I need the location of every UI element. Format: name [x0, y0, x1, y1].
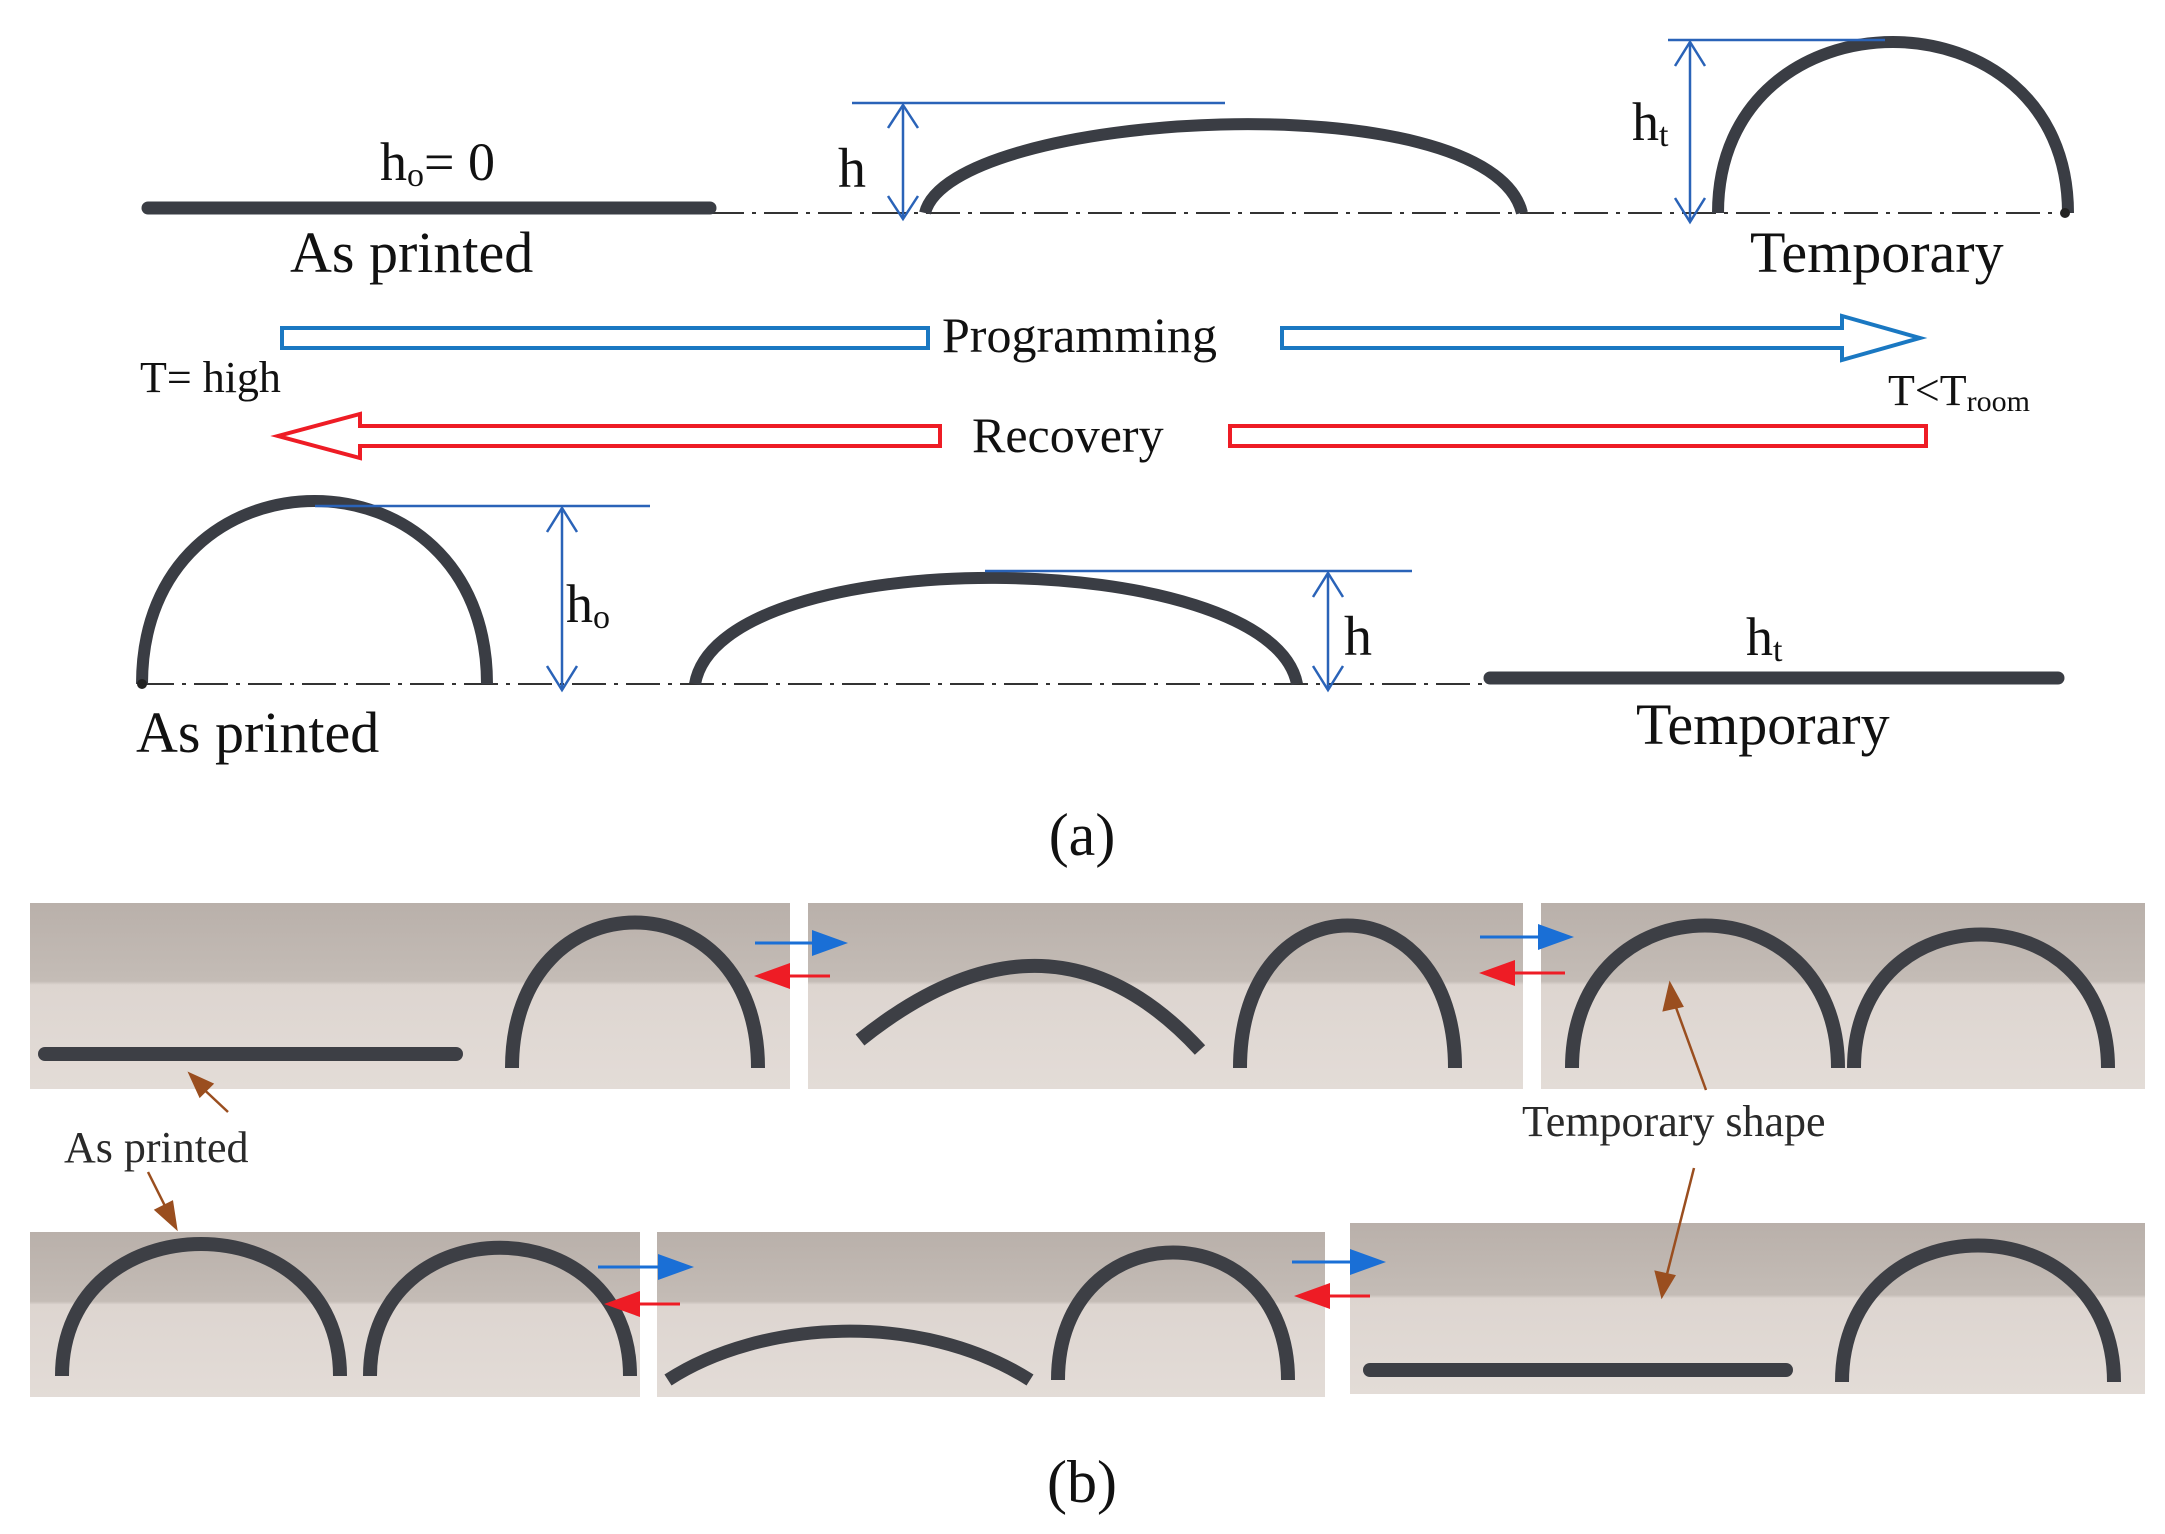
programming-label: Programming	[942, 307, 1217, 363]
bottom-mid-height-label: h	[1344, 606, 1372, 668]
photo-top-1	[30, 903, 790, 1089]
photo-bottom-2	[657, 1232, 1325, 1397]
bottom-flat-label: ht	[1746, 607, 1783, 669]
panel-b: As printed Temporary shape (b)	[30, 903, 2145, 1515]
top-flat-label: ho= 0	[380, 132, 495, 194]
bottom-left-arch	[136, 495, 493, 685]
bottom-mid-height-arrow	[1311, 570, 1345, 693]
direction-arrows-top-2	[1479, 924, 1574, 986]
temporary-shape-pointers	[1654, 980, 1708, 1300]
bottom-left-height-arrow	[545, 505, 579, 693]
top-right-caption: Temporary	[1750, 220, 2004, 285]
low-temp-label: T<Troom	[1888, 366, 2030, 418]
top-mid-arch	[919, 118, 1528, 216]
top-right-arch	[1712, 36, 2074, 214]
recovery-label: Recovery	[972, 407, 1164, 463]
photo-bottom-1	[30, 1232, 640, 1397]
as-printed-pointers	[146, 1071, 229, 1232]
bottom-right-caption: Temporary	[1636, 692, 1890, 757]
recovery-arrow	[270, 411, 1928, 461]
top-right-height-arrow	[1673, 39, 1707, 225]
top-mid-height-arrow	[886, 102, 920, 222]
panel-a-caption: (a)	[1049, 802, 1116, 868]
as-printed-photo-label: As printed	[64, 1123, 249, 1172]
direction-arrows-top-1	[754, 930, 848, 989]
top-left-caption: As printed	[290, 220, 533, 285]
photo-bottom-3	[1350, 1223, 2145, 1394]
bottom-mid-arch	[689, 571, 1303, 686]
top-right-height-label: ht	[1632, 92, 1669, 154]
panel-b-caption: (b)	[1047, 1449, 1117, 1515]
photo-top-2	[808, 903, 1523, 1089]
bottom-left-caption: As printed	[136, 700, 379, 765]
direction-arrows-bottom-2	[1292, 1249, 1386, 1309]
photo-top-3	[1541, 903, 2145, 1089]
bottom-left-height-label: ho	[566, 574, 610, 636]
direction-arrows-bottom-1	[598, 1254, 694, 1317]
high-temp-label: T= high	[140, 353, 281, 402]
top-mid-height-label: h	[838, 138, 866, 200]
panel-a: ho= 0 As printed h ht Temporary Programm…	[136, 36, 2074, 868]
programming-arrow	[280, 313, 1928, 363]
temporary-shape-label: Temporary shape	[1522, 1097, 1826, 1146]
